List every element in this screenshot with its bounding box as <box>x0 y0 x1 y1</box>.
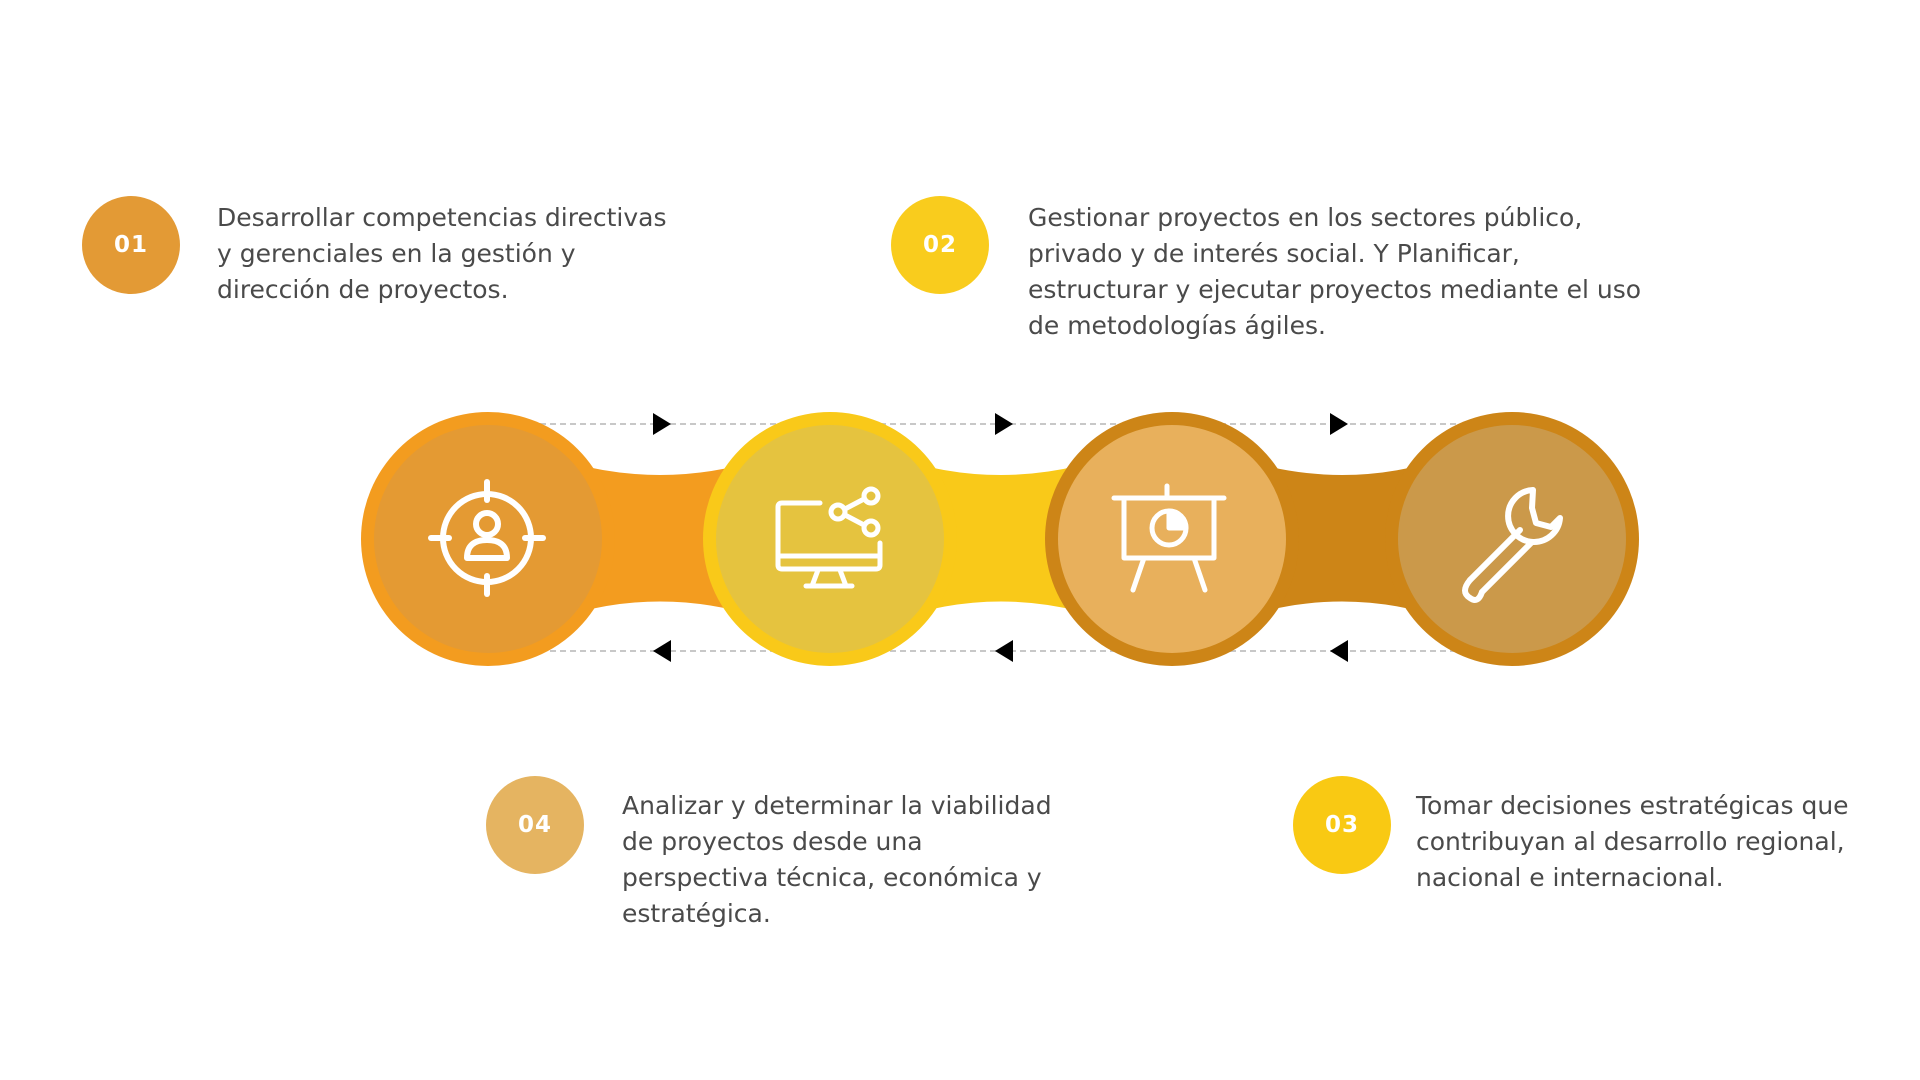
arrow-left-icon <box>653 640 671 662</box>
node-3-disc <box>1058 425 1286 653</box>
arrow-left-icon <box>995 640 1013 662</box>
arrow-right-icon <box>653 413 671 435</box>
arrow-right-icon <box>1330 413 1348 435</box>
step-03-badge: 03 <box>1293 776 1391 874</box>
step-04-text: Analizar y determinar la viabilidad de p… <box>622 791 1052 928</box>
monitor-share-icon <box>775 486 883 589</box>
step-02-text: Gestionar proyectos en los sectores públ… <box>1028 203 1642 340</box>
target-person-icon <box>428 479 546 597</box>
node-2-disc <box>716 425 944 653</box>
step-01-text: Desarrollar competencias directivas y ge… <box>217 203 667 304</box>
step-03-text: Tomar decisiones estratégicas que contri… <box>1416 791 1849 892</box>
arrow-left-icon <box>1330 640 1348 662</box>
step-04-number: 04 <box>517 812 552 838</box>
step-01-number: 01 <box>113 232 148 258</box>
step-03-number: 03 <box>1324 812 1359 838</box>
arrow-right-icon <box>995 413 1013 435</box>
step-04-badge: 04 <box>486 776 584 874</box>
step-01-badge: 01 <box>82 196 180 294</box>
step-02-badge: 02 <box>891 196 989 294</box>
wrench-icon <box>1462 487 1563 603</box>
presentation-chart-icon <box>1111 483 1227 593</box>
step-02-number: 02 <box>922 232 957 258</box>
